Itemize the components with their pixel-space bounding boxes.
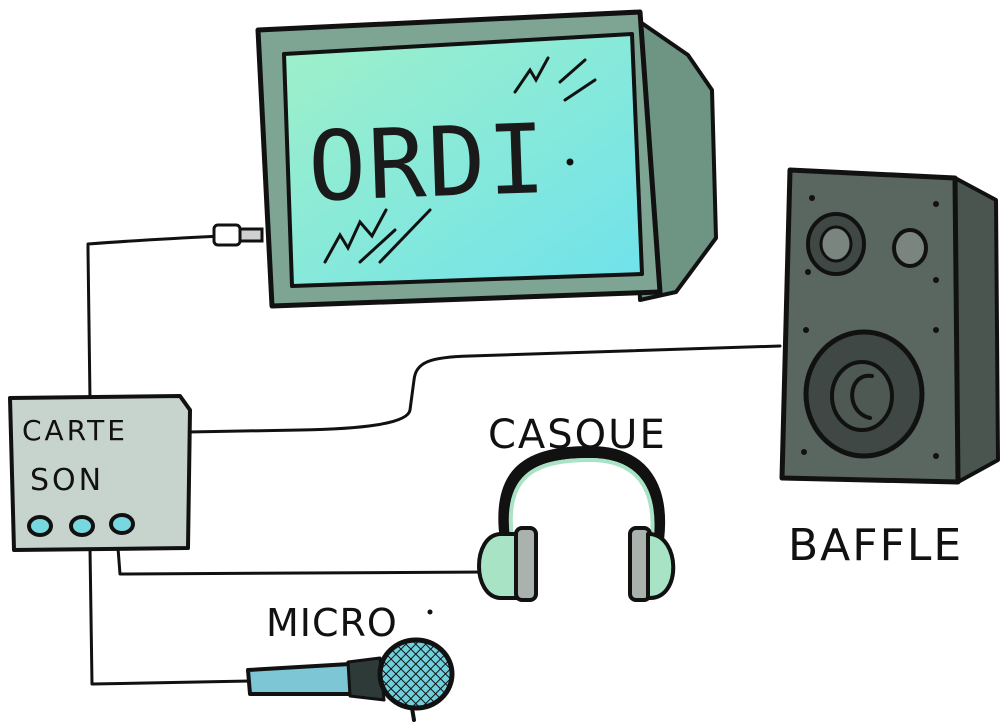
cables <box>86 234 782 686</box>
speaker-woofer-cone <box>830 360 894 432</box>
speaker-label: BAFFLE <box>788 520 963 571</box>
card-body <box>8 394 192 552</box>
monitor-screen <box>282 32 644 288</box>
speaker-screws <box>801 195 939 459</box>
headphones-icon: CASQUE <box>477 412 676 602</box>
card-button-3 <box>109 513 135 535</box>
speaker-side <box>953 176 1000 484</box>
card-label-line1: CARTE <box>22 414 128 447</box>
microphone-label-dot <box>427 609 433 615</box>
computer-monitor-icon: ORDI <box>212 9 718 309</box>
speaker-tweeter-small <box>892 228 928 268</box>
headphones-band <box>498 445 666 546</box>
speaker-icon: BAFFLE <box>779 167 1000 571</box>
card-label-line2: SON <box>30 463 104 498</box>
microphone-collar <box>346 656 386 702</box>
cable-card-mic <box>88 546 252 686</box>
screen-glare <box>323 56 597 264</box>
microphone-handle <box>246 662 354 696</box>
card-button-2 <box>69 515 95 537</box>
headphones-cup-left <box>477 532 522 600</box>
screen-label: ORDI <box>306 103 549 223</box>
microphone-label: MICRO <box>266 601 398 645</box>
headphones-cup-right <box>646 532 676 600</box>
card-button-1 <box>27 515 53 537</box>
cable-computer-card <box>86 234 224 402</box>
card-buttons <box>27 513 135 537</box>
sound-card-icon: CARTE SON <box>8 394 192 552</box>
headphones-label: CASQUE <box>488 412 667 458</box>
monitor-connector <box>212 223 264 247</box>
speaker-tweeter-large-cap <box>819 225 853 263</box>
microphone-head <box>377 637 455 711</box>
microphone-icon: MICRO <box>246 601 455 722</box>
cable-card-headphones <box>116 546 490 576</box>
cable-card-speaker <box>186 344 782 434</box>
